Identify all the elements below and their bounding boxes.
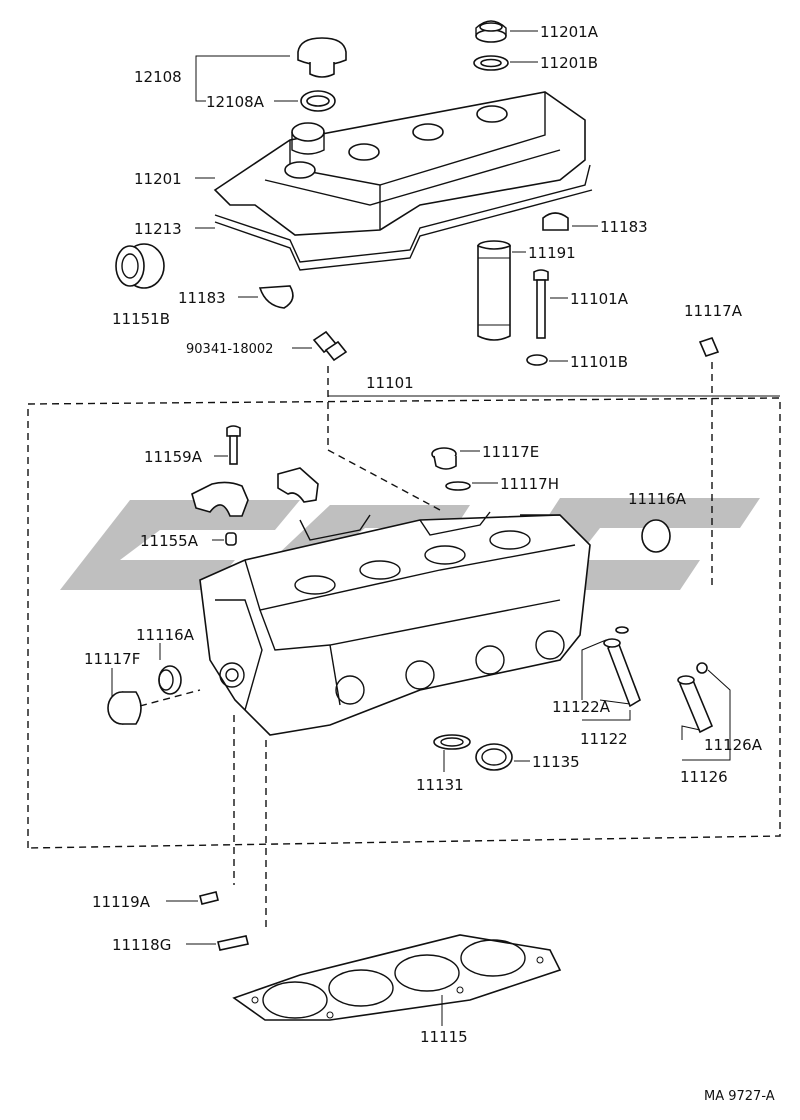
plug-11117E bbox=[431, 447, 457, 470]
cap-gasket-11201B bbox=[473, 55, 509, 71]
label-11201A: 11201A bbox=[540, 23, 599, 41]
bearing-cap-right bbox=[277, 467, 319, 503]
label-11159A: 11159A bbox=[144, 448, 203, 466]
gasket-11131 bbox=[433, 734, 471, 750]
drain-plug-90341 bbox=[312, 330, 348, 362]
dowel-11118G bbox=[217, 935, 249, 951]
cylinder-head-11101 bbox=[199, 511, 591, 736]
bearing-cap-left bbox=[191, 481, 249, 517]
label-11101: 11101 bbox=[366, 374, 414, 392]
label-11117H: 11117H bbox=[500, 475, 559, 493]
pin-11155A bbox=[225, 532, 237, 546]
label-11122A: 11122A bbox=[552, 698, 611, 716]
label-11101B: 11101B bbox=[570, 353, 628, 371]
label-11201: 11201 bbox=[134, 170, 182, 188]
half-circle-plug-11183-left bbox=[258, 285, 294, 309]
valve-guide-11122 bbox=[603, 626, 641, 708]
label-11126A: 11126A bbox=[704, 736, 763, 754]
label-90341-18002: 90341-18002 bbox=[186, 342, 273, 357]
label-12108: 12108 bbox=[134, 68, 182, 86]
valve-cover-gasket-11213 bbox=[214, 164, 593, 271]
label-11191: 11191 bbox=[528, 244, 576, 262]
half-circle-plug-11183-right bbox=[542, 212, 569, 231]
plug-11117A bbox=[698, 337, 720, 357]
valve-cover-11201 bbox=[213, 91, 586, 236]
head-gasket-11115 bbox=[232, 934, 562, 1021]
label-12108A: 12108A bbox=[206, 93, 265, 111]
label-11183-left: 11183 bbox=[178, 289, 226, 307]
label-11118G: 11118G bbox=[112, 936, 171, 954]
dowel-11119A bbox=[199, 891, 219, 905]
label-11101A: 11101A bbox=[570, 290, 629, 308]
label-11183-right: 11183 bbox=[600, 218, 648, 236]
label-11115: 11115 bbox=[420, 1028, 468, 1046]
plug-11116A-right bbox=[641, 519, 671, 553]
label-11119A: 11119A bbox=[92, 893, 151, 911]
seal-11135 bbox=[475, 743, 513, 771]
plug-11117F bbox=[107, 691, 142, 725]
label-11116A-right: 11116A bbox=[628, 490, 687, 508]
part-labels: 11201A 11201B 12108 12108A 11201 11213 1… bbox=[84, 23, 775, 1104]
bolt-11101A bbox=[533, 269, 549, 339]
label-11117A: 11117A bbox=[684, 302, 743, 320]
valve-guide-11126 bbox=[677, 662, 714, 734]
label-11126: 11126 bbox=[680, 768, 728, 786]
o-ring-11117H bbox=[445, 481, 471, 491]
plug-11116A-left bbox=[158, 665, 182, 695]
filler-cap-gasket-12108A bbox=[300, 90, 336, 112]
bolt-11159A bbox=[226, 425, 241, 465]
oil-seal-11151B bbox=[115, 243, 165, 289]
label-11155A: 11155A bbox=[140, 532, 199, 550]
label-11117F: 11117F bbox=[84, 650, 140, 668]
washer-11101B bbox=[526, 354, 548, 366]
label-11201B: 11201B bbox=[540, 54, 598, 72]
spark-plug-tube-11191 bbox=[477, 240, 511, 341]
label-11213: 11213 bbox=[134, 220, 182, 238]
label-11151B: 11151B bbox=[112, 310, 170, 328]
label-11116A-left: 11116A bbox=[136, 626, 195, 644]
label-11135: 11135 bbox=[532, 753, 580, 771]
label-11117E: 11117E bbox=[482, 443, 539, 461]
label-11122: 11122 bbox=[580, 730, 628, 748]
cap-seal-11201A bbox=[475, 20, 507, 43]
label-11131: 11131 bbox=[416, 776, 464, 794]
oil-filler-cap-12108 bbox=[297, 37, 347, 78]
reference-code: MA 9727-A bbox=[704, 1089, 775, 1104]
